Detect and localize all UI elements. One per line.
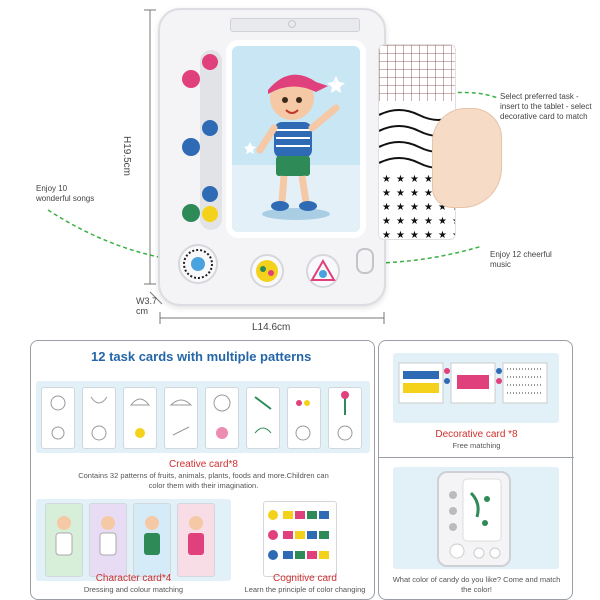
panel-divider: [379, 457, 574, 458]
creative-card-row: [41, 387, 371, 451]
candy-question-text: What color of candy do you like? Come an…: [392, 575, 561, 594]
task-cards-panel: 12 task cards with multiple patterns Cre…: [30, 340, 375, 600]
fruit-icon: [256, 260, 278, 282]
decorative-cards-art: [398, 362, 548, 404]
character-figures: [55, 516, 204, 556]
power-switch[interactable]: [356, 248, 374, 274]
creative-card-desc: Contains 32 patterns of fruits, animals,…: [78, 471, 329, 490]
character-card-inserted: [226, 40, 366, 238]
cognitive-card-title: Cognitive card: [273, 573, 337, 584]
creative-card-title: Creative card*8: [169, 459, 238, 470]
tablet-device: [158, 8, 386, 306]
blue-dot[interactable]: [182, 138, 200, 156]
creative-card-7: [287, 387, 321, 449]
picture-button-fruit[interactable]: [250, 254, 284, 288]
pink-dot-small: [202, 54, 218, 70]
triangle-icon: [310, 259, 336, 281]
green-dot[interactable]: [182, 204, 200, 222]
cognitive-card-desc: Learn the principle of color changing: [244, 585, 366, 594]
pink-dot[interactable]: [182, 70, 200, 88]
task-cards-title: 12 task cards with multiple patterns: [91, 349, 312, 364]
color-slider-track[interactable]: [182, 50, 222, 230]
character-card-title: Character card*4: [95, 573, 172, 584]
indicator-light: [288, 20, 296, 28]
blue-dot-lower: [202, 186, 218, 202]
music-callout: Enjoy 12 cheerful music: [490, 250, 552, 269]
songs-callout: Enjoy 10 wonderful songs: [36, 184, 95, 203]
creative-card-1: [41, 387, 75, 449]
child-hand: [432, 108, 502, 208]
decorative-card-title: Decorative card *8: [435, 429, 518, 440]
depth-label: W3.7 cm: [136, 296, 158, 316]
decorative-card-desc: Free matching: [452, 441, 501, 450]
creative-outlines: [50, 391, 353, 441]
music-note-icon: [183, 249, 213, 279]
creative-card-3: [123, 387, 157, 449]
blue-dot-small: [202, 120, 218, 136]
card-floor: [232, 165, 360, 232]
cognitive-pattern: [268, 510, 329, 560]
mini-tablet-art: [449, 478, 502, 559]
music-button[interactable]: [306, 254, 340, 288]
boy-illustration: [244, 74, 345, 220]
character-card-desc: Dressing and colour matching: [83, 585, 184, 594]
height-label: H19.5cm: [121, 136, 132, 177]
creative-card-6: [246, 387, 280, 449]
mini-tablet: [437, 471, 511, 567]
yellow-dot: [202, 206, 218, 222]
songs-button[interactable]: [178, 244, 218, 284]
character-card-3: [133, 503, 171, 577]
task-callout: Select preferred task - insert to the ta…: [500, 92, 592, 121]
creative-card-2: [82, 387, 116, 449]
width-label: L14.6cm: [252, 322, 291, 333]
creative-card-4: [164, 387, 198, 449]
decorative-panel: Decorative card *8 Free matching What co…: [378, 340, 574, 600]
